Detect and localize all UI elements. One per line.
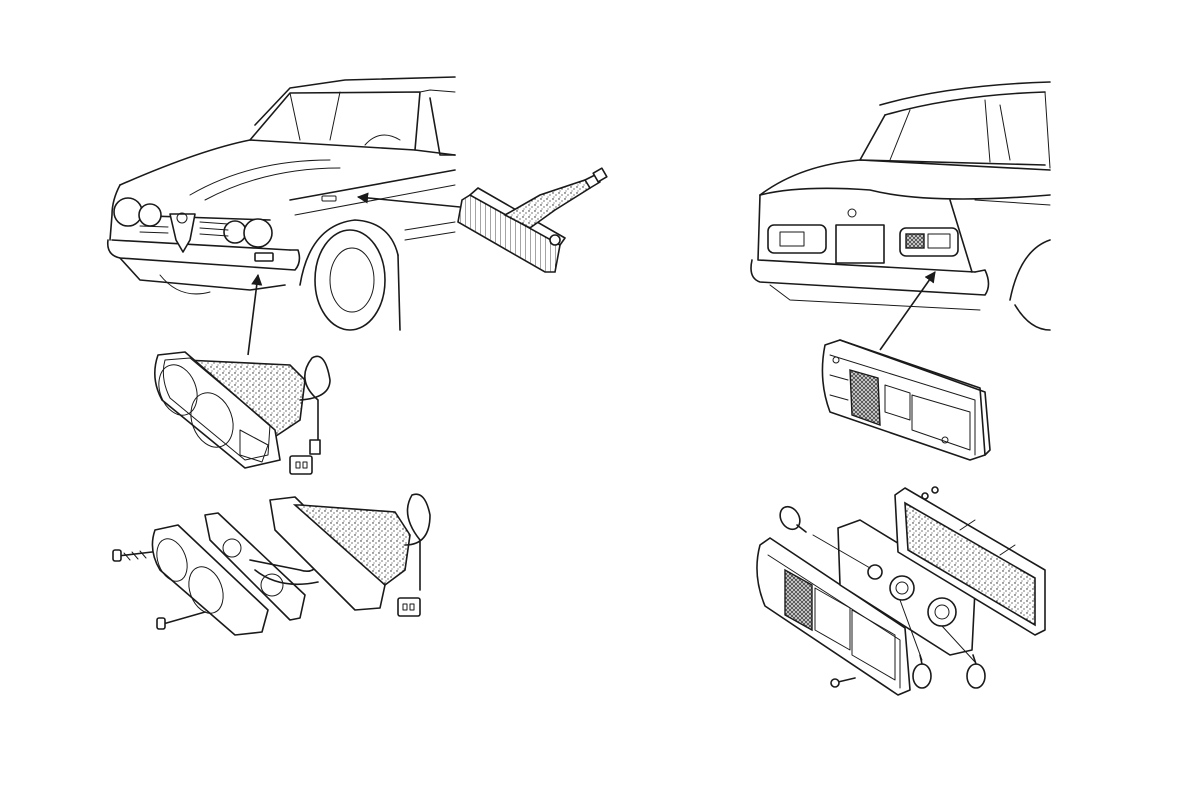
- front-indicator-exploded: [112, 493, 431, 636]
- rear-lamp-exploded: [756, 486, 1046, 696]
- side-repeater-lamp: [457, 167, 608, 273]
- rear-lamp-location-arrow: [879, 271, 936, 351]
- repeater-location-arrow: [356, 192, 461, 208]
- indicator-location-arrow: [247, 273, 263, 356]
- rear-car-illustration: [750, 81, 1051, 331]
- front-car-illustration: [106, 76, 456, 331]
- rear-lamp-assembled: [821, 339, 991, 461]
- front-indicator-assembled: [154, 351, 331, 475]
